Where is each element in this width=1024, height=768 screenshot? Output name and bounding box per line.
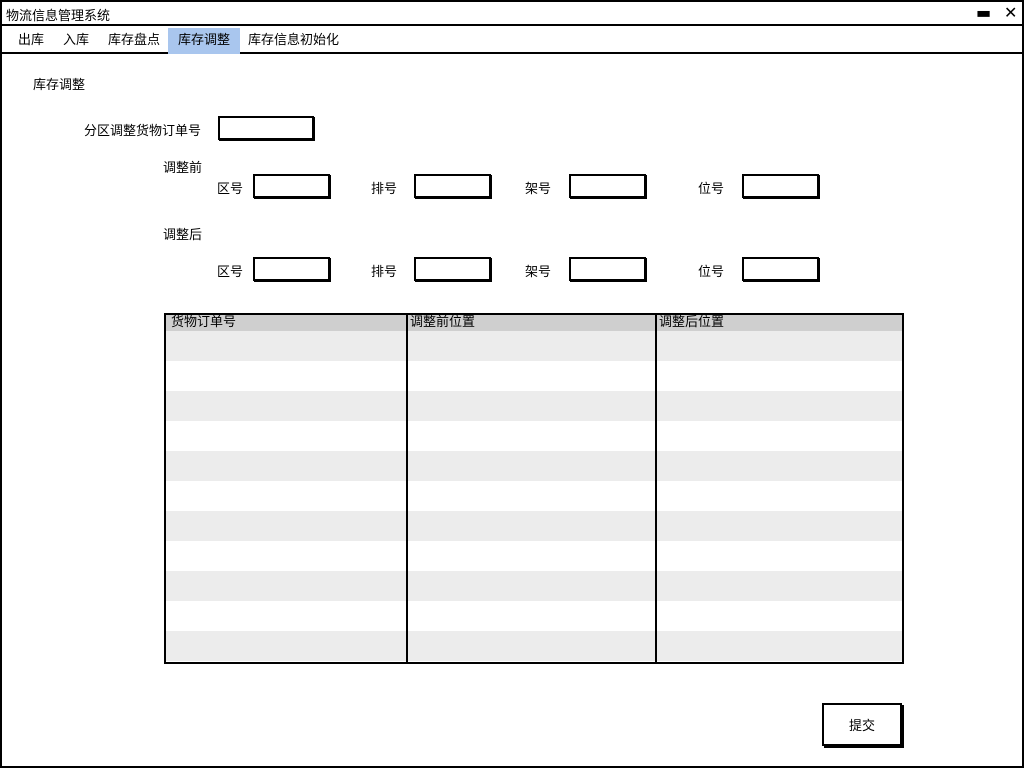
table-row[interactable] xyxy=(166,451,902,481)
after-shelf-input[interactable] xyxy=(569,257,646,281)
before-zone-input[interactable] xyxy=(253,174,330,198)
table-row[interactable] xyxy=(166,421,902,451)
column-divider xyxy=(406,315,408,662)
after-shelf-label: 架号 xyxy=(525,265,552,280)
close-icon[interactable]: ✕ xyxy=(1004,3,1018,22)
after-row-label: 排号 xyxy=(371,265,398,280)
menu-item-stock-init[interactable]: 库存信息初始化 xyxy=(248,33,340,48)
table-row[interactable] xyxy=(166,481,902,511)
order-number-label: 分区调整货物订单号 xyxy=(84,124,202,139)
minimize-icon[interactable]: ▬ xyxy=(976,3,992,22)
title-bar: 物流信息管理系统 ▬ ✕ xyxy=(2,2,1022,26)
after-zone-label: 区号 xyxy=(217,265,244,280)
table-row[interactable] xyxy=(166,541,902,571)
submit-button[interactable]: 提交 xyxy=(822,703,902,746)
before-row-input[interactable] xyxy=(414,174,491,198)
table-row[interactable] xyxy=(166,571,902,601)
table-header xyxy=(166,315,902,331)
column-header-after-position[interactable]: 调整后位置 xyxy=(659,315,725,330)
after-position-input[interactable] xyxy=(742,257,819,281)
after-position-label: 位号 xyxy=(698,265,725,280)
before-shelf-label: 架号 xyxy=(525,182,552,197)
menu-item-stocktake[interactable]: 库存盘点 xyxy=(108,33,161,48)
menu-item-outbound[interactable]: 出库 xyxy=(18,33,45,48)
menu-item-inbound[interactable]: 入库 xyxy=(63,33,90,48)
column-header-order-number[interactable]: 货物订单号 xyxy=(171,315,237,330)
table-row[interactable] xyxy=(166,361,902,391)
menu-bar: 出库 入库 库存盘点 库存调整 库存信息初始化 xyxy=(2,28,1022,54)
table-row[interactable] xyxy=(166,511,902,541)
column-divider xyxy=(655,315,657,662)
adjustment-table[interactable]: 货物订单号 调整前位置 调整后位置 xyxy=(164,313,904,664)
after-row-input[interactable] xyxy=(414,257,491,281)
before-zone-label: 区号 xyxy=(217,182,244,197)
window-title: 物流信息管理系统 xyxy=(6,9,111,24)
before-label: 调整前 xyxy=(163,161,203,176)
order-number-input[interactable] xyxy=(218,116,314,140)
before-position-label: 位号 xyxy=(698,182,725,197)
table-row[interactable] xyxy=(166,601,902,631)
after-zone-input[interactable] xyxy=(253,257,330,281)
before-position-input[interactable] xyxy=(742,174,819,198)
table-row[interactable] xyxy=(166,331,902,361)
table-row[interactable] xyxy=(166,631,902,661)
after-label: 调整后 xyxy=(163,228,203,243)
column-header-before-position[interactable]: 调整前位置 xyxy=(410,315,476,330)
before-shelf-input[interactable] xyxy=(569,174,646,198)
before-row-label: 排号 xyxy=(371,182,398,197)
page-title: 库存调整 xyxy=(33,78,86,93)
menu-item-stock-adjust[interactable]: 库存调整 xyxy=(168,28,241,54)
table-row[interactable] xyxy=(166,391,902,421)
